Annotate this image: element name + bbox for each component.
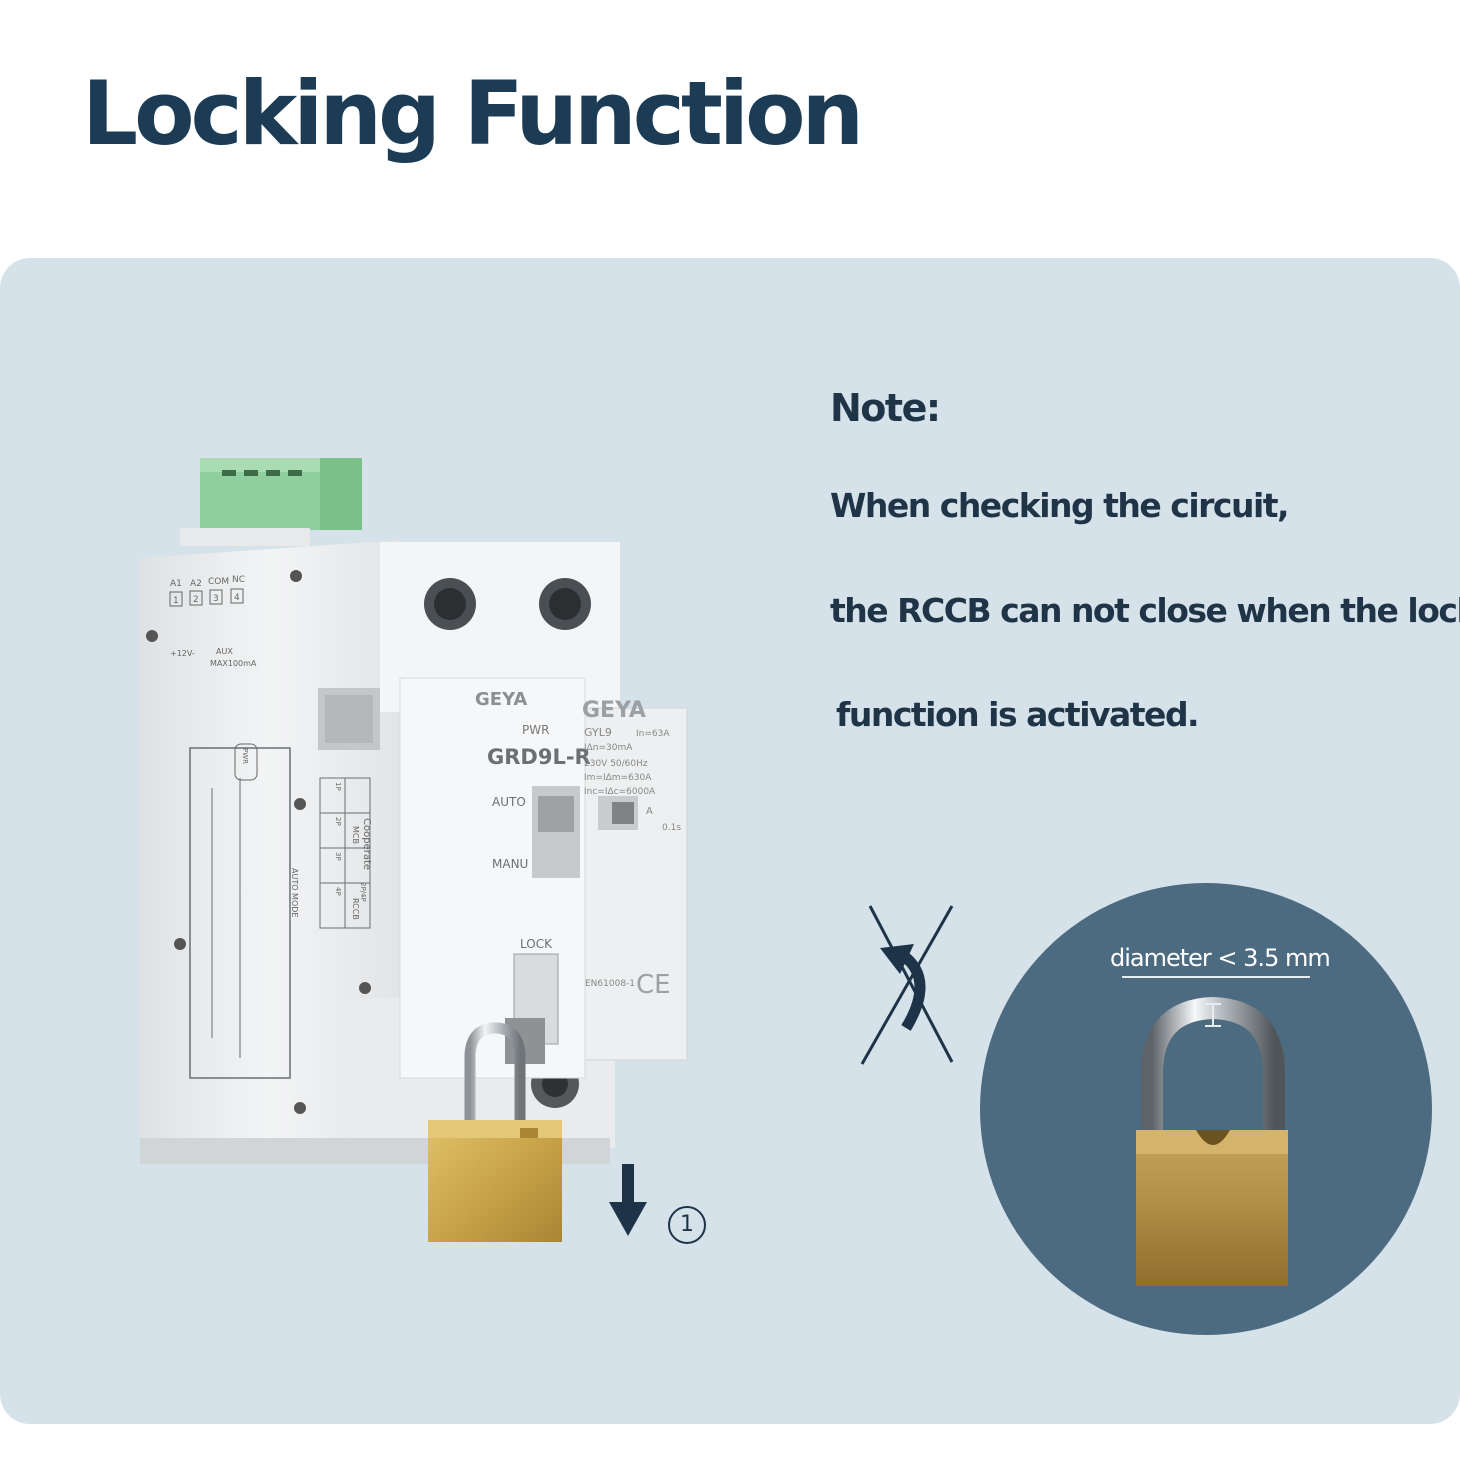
pole-2p: 2P bbox=[334, 817, 342, 826]
rating-time-text: 0.1s bbox=[662, 823, 681, 833]
terminal-a1: A1 bbox=[170, 579, 182, 589]
mode-manu-text: MANU bbox=[492, 857, 528, 871]
supply-text: +12V- bbox=[170, 649, 195, 658]
breaker-module: GEYA GEYA PWR GRD9L-R GYL9 In=63A IΔn=30… bbox=[140, 528, 688, 1164]
terminal-block bbox=[200, 458, 362, 530]
ce-mark: CE bbox=[636, 970, 671, 1000]
auto-mode-text: AUTO MODE bbox=[290, 868, 299, 917]
pwr-text: PWR bbox=[522, 723, 549, 737]
diameter-label: diameter < 3.5 mm bbox=[1110, 944, 1331, 972]
cooperate-text: Cooperate bbox=[361, 818, 372, 870]
content-panel: GEYA GEYA PWR GRD9L-R GYL9 In=63A IΔn=30… bbox=[0, 258, 1460, 1424]
terminal-com: COM bbox=[208, 577, 229, 587]
lock-text: LOCK bbox=[520, 937, 553, 951]
diagram-pwr-text: PWR bbox=[241, 748, 249, 764]
mcb-text: MCB bbox=[351, 826, 360, 844]
product-illustration: GEYA GEYA PWR GRD9L-R GYL9 In=63A IΔn=30… bbox=[140, 458, 954, 1242]
diameter-underline bbox=[1122, 976, 1310, 978]
rating-type-text: A bbox=[646, 806, 653, 817]
terminal-num-4: 4 bbox=[234, 593, 240, 603]
page-title: Locking Function bbox=[82, 62, 864, 165]
padlock-on-breaker bbox=[428, 1022, 562, 1242]
pole-2p4p: 2P/4P bbox=[359, 882, 367, 902]
rccb-text: RCCB bbox=[351, 898, 360, 920]
rating-in-text: In=63A bbox=[636, 729, 670, 739]
terminal-nc: NC bbox=[232, 575, 245, 585]
cross-icon bbox=[860, 905, 954, 1065]
terminal-num-1: 1 bbox=[173, 596, 179, 606]
note-line-3: function is activated. bbox=[836, 695, 1200, 734]
pole-1p: 1P bbox=[334, 782, 342, 791]
down-arrow-icon bbox=[609, 1164, 647, 1236]
aux-rating-text: MAX100mA bbox=[210, 659, 257, 668]
step-number-badge: 1 bbox=[668, 1206, 706, 1244]
rating-inc-text: Inc=IΔc=6000A bbox=[584, 787, 656, 797]
terminal-a2: A2 bbox=[190, 579, 202, 589]
rating-voltage-text: 230V 50/60Hz bbox=[584, 759, 648, 769]
rccb-model-text: GYL9 bbox=[584, 726, 612, 739]
aux-text: AUX bbox=[216, 647, 233, 656]
note-line-2: the RCCB can not close when the lock bbox=[830, 591, 1460, 630]
note-line-1: When checking the circuit, bbox=[830, 486, 1290, 525]
rating-im-text: Im=IΔm=630A bbox=[584, 773, 652, 783]
rotate-arrow-icon bbox=[880, 944, 926, 1031]
pole-3p: 3P bbox=[334, 852, 342, 861]
terminal-num-2: 2 bbox=[193, 595, 199, 605]
mode-auto-text: AUTO bbox=[492, 795, 526, 809]
pole-4p: 4P bbox=[334, 887, 342, 896]
model-text: GRD9L-R bbox=[487, 745, 591, 769]
rating-idn-text: IΔn=30mA bbox=[584, 743, 633, 753]
terminal-num-3: 3 bbox=[213, 594, 219, 604]
standard-text: EN61008-1 bbox=[585, 979, 635, 989]
note-heading: Note: bbox=[830, 386, 941, 430]
brand-right-text: GEYA bbox=[582, 698, 646, 723]
brand-left-text: GEYA bbox=[475, 689, 527, 710]
